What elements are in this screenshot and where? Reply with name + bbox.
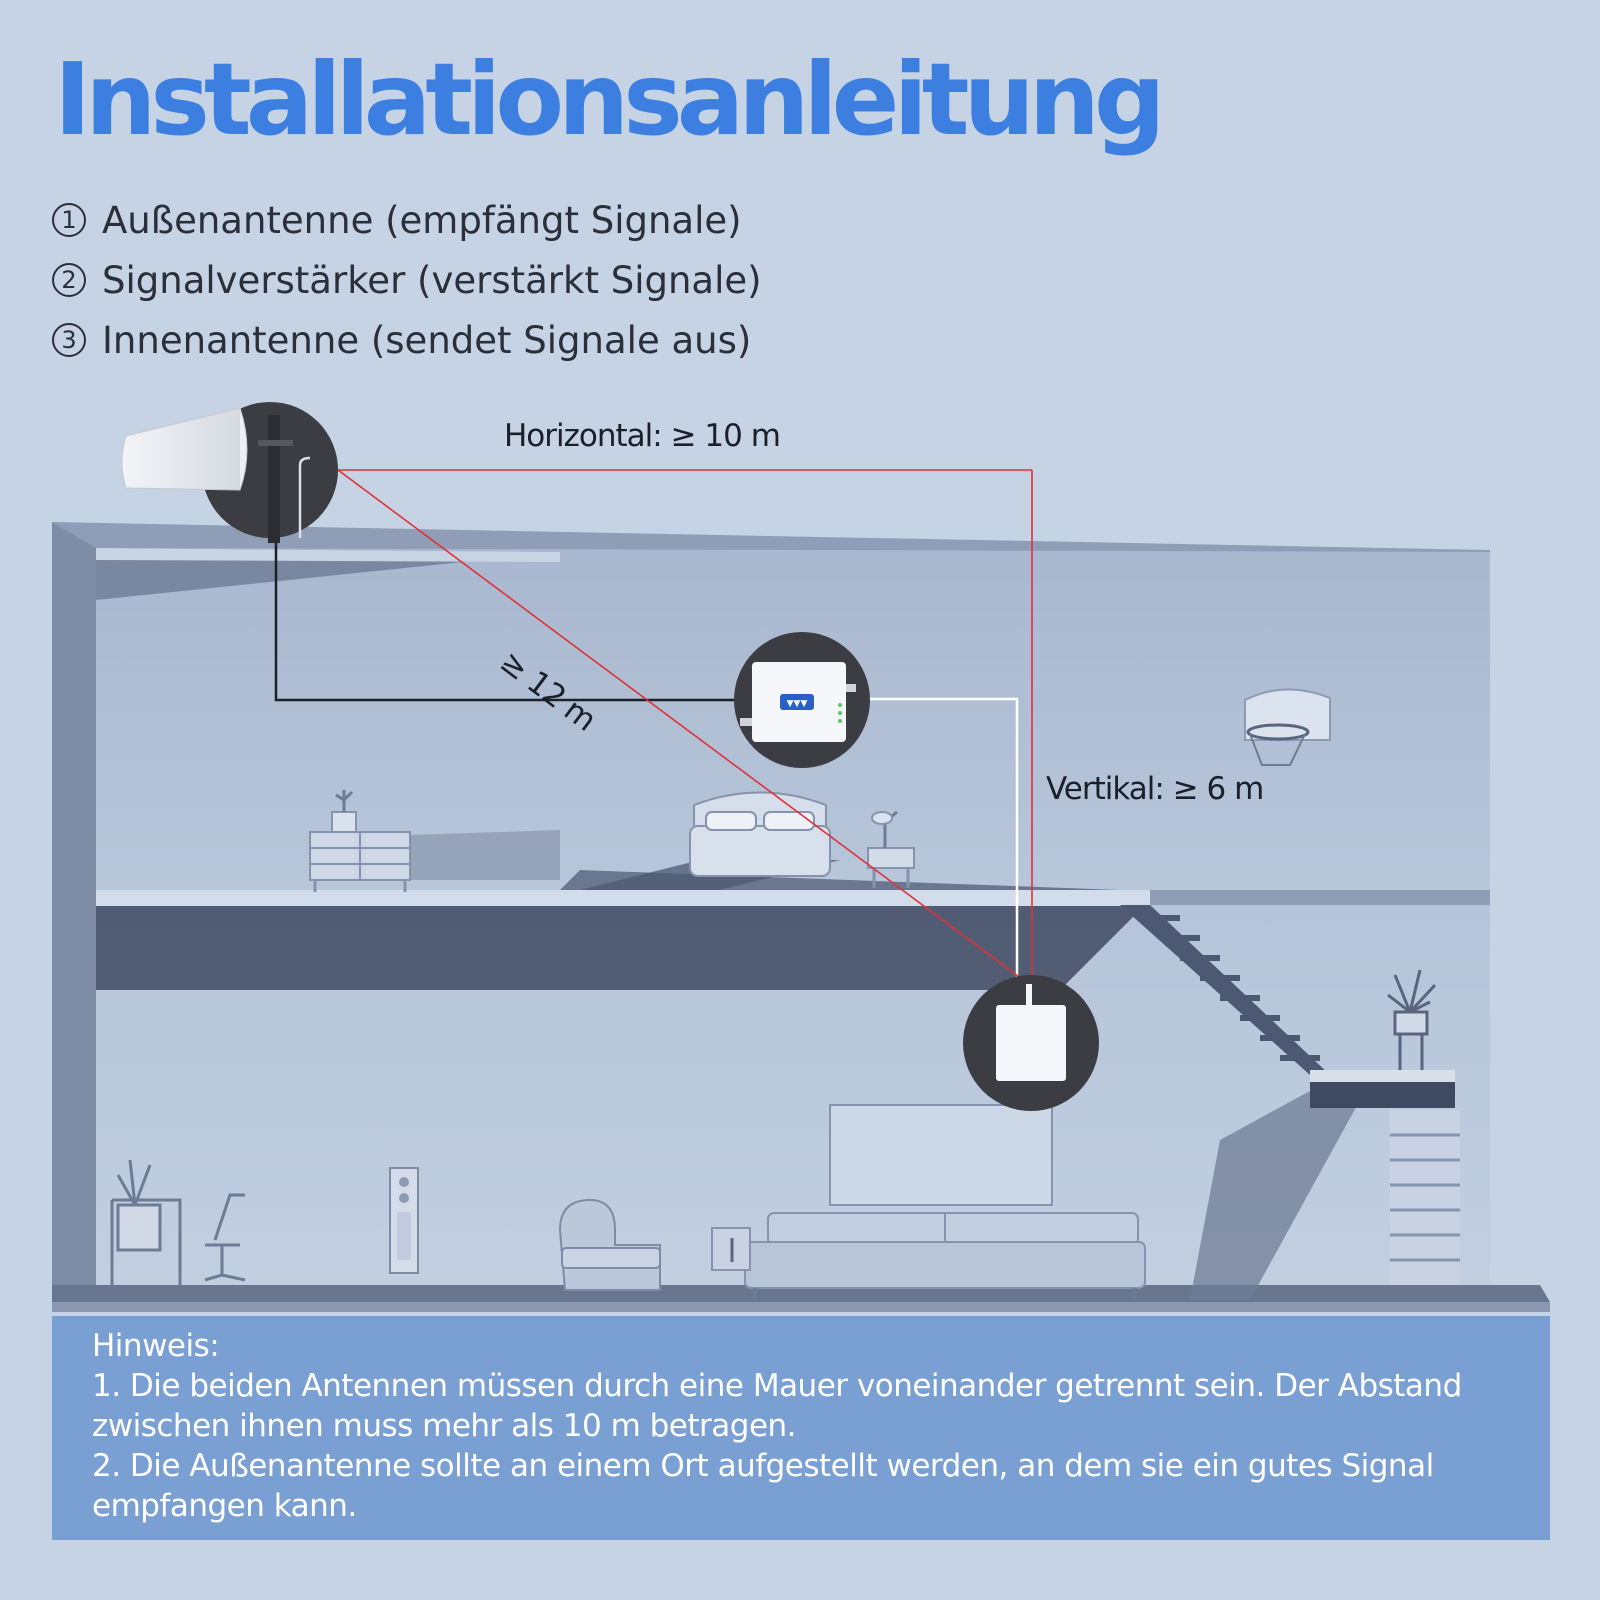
desk-corner	[110, 1159, 246, 1285]
page-title: Installationsanleitung	[54, 41, 1166, 158]
signal-booster: ▼▼▼	[734, 632, 870, 768]
bed	[580, 791, 840, 890]
legend-number-3: 3	[52, 323, 86, 357]
note-item-2: 2. Die Außenantenne sollte an einem Ort …	[92, 1448, 1434, 1524]
dresser	[309, 790, 560, 892]
wall-panel	[829, 1104, 1053, 1206]
side-table	[711, 1227, 751, 1271]
legend-text-indoor-antenna: Innenantenne (sendet Signale aus)	[102, 318, 752, 362]
legend-text-booster: Signalverstärker (verstärkt Signale)	[102, 258, 762, 302]
note-box: Hinweis: 1. Die beiden Antennen müssen d…	[52, 1316, 1550, 1540]
coax-cable-indoor	[870, 697, 1019, 1000]
indoor-antenna	[963, 975, 1099, 1111]
horizontal-distance-label: Horizontal: ≥ 10 m	[504, 418, 781, 454]
stair-shadow	[1190, 1080, 1360, 1300]
diagonal-distance-line	[337, 469, 1031, 986]
coax-cable-outdoor	[274, 542, 735, 702]
side-shelf	[1310, 1070, 1460, 1285]
note-item-1: 1. Die beiden Antennen müssen durch eine…	[92, 1368, 1462, 1444]
bedside-lamp	[867, 810, 915, 888]
sofa	[744, 1212, 1146, 1298]
legend-item-outdoor-antenna: 1 Außenantenne (empfängt Signale)	[52, 190, 762, 250]
note-heading: Hinweis:	[92, 1328, 220, 1364]
component-legend: 1 Außenantenne (empfängt Signale) 2 Sign…	[52, 190, 762, 370]
outdoor-antenna	[121, 402, 338, 543]
floor-speaker	[389, 1167, 419, 1274]
staircase	[1120, 905, 1330, 1075]
basketball-hoop	[1244, 688, 1331, 766]
distance-lines	[337, 469, 1033, 986]
vertical-distance-label: Vertikal: ≥ 6 m	[1046, 771, 1264, 807]
armchair	[558, 1198, 661, 1291]
legend-item-booster: 2 Signalverstärker (verstärkt Signale)	[52, 250, 762, 310]
legend-item-indoor-antenna: 3 Innenantenne (sendet Signale aus)	[52, 310, 762, 370]
legend-number-1: 1	[52, 203, 86, 237]
legend-text-outdoor-antenna: Außenantenne (empfängt Signale)	[102, 198, 742, 242]
svg-text:▼▼▼: ▼▼▼	[787, 699, 808, 709]
plant-on-shelf	[1387, 969, 1437, 1070]
legend-number-2: 2	[52, 263, 86, 297]
